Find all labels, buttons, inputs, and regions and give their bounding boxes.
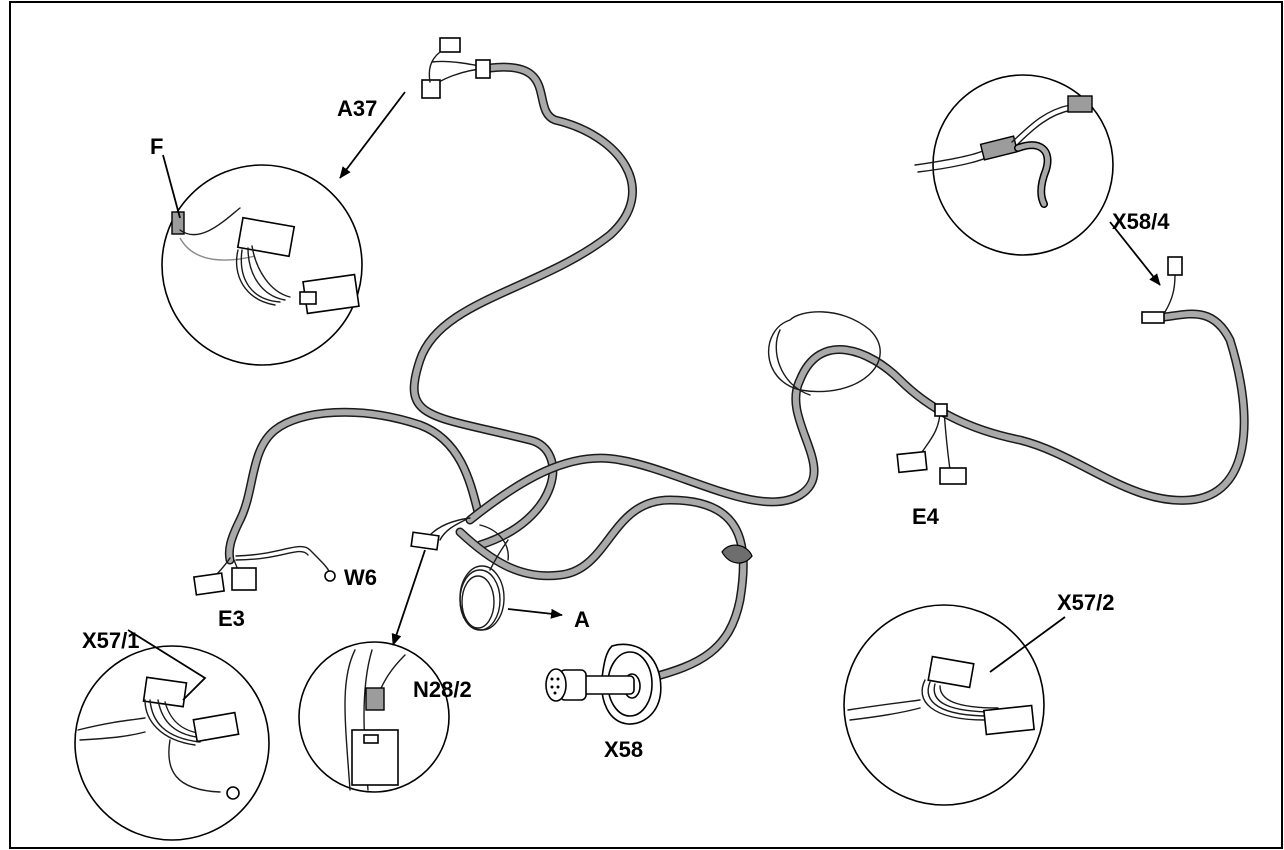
diagram-border xyxy=(9,1,1283,849)
x57-2-leader-line xyxy=(989,616,1066,673)
n28-2-connector-stub xyxy=(410,517,509,561)
e4-connector xyxy=(896,403,967,485)
label-x58-4: X58/4 xyxy=(1112,209,1170,234)
e3-connector xyxy=(192,545,336,596)
x58-connector xyxy=(545,643,662,725)
x58-4-leader-arrow xyxy=(1109,221,1161,286)
label-x57-1: X57/1 xyxy=(82,628,140,653)
harness-sleeve xyxy=(721,544,753,564)
label-w6: W6 xyxy=(344,565,377,590)
f-leader-line xyxy=(162,154,181,219)
label-a: A xyxy=(574,607,590,632)
x57-1-leader-line xyxy=(127,629,207,701)
label-a37: A37 xyxy=(337,96,377,121)
label-x58: X58 xyxy=(604,737,643,762)
detail-circle-a37 xyxy=(161,164,363,366)
label-n28-2: N28/2 xyxy=(413,677,472,702)
detail-circle-x57-2 xyxy=(843,604,1045,806)
detail-circle-n28-2 xyxy=(298,641,450,793)
detail-circle-x57-1 xyxy=(74,645,270,841)
coiled-wire-a xyxy=(459,539,509,631)
detail-circle-x58-4 xyxy=(914,74,1114,256)
a-leader-arrow xyxy=(507,608,563,619)
x58-4-connector xyxy=(1141,256,1183,324)
label-e3: E3 xyxy=(218,606,245,631)
n28-2-leader-arrow xyxy=(391,549,426,646)
a37-leader-arrow xyxy=(339,91,406,179)
harness-bundle xyxy=(224,62,1249,683)
a37-connector xyxy=(421,37,491,99)
label-f: F xyxy=(150,134,163,159)
label-e4: E4 xyxy=(912,504,940,529)
label-x57-2: X57/2 xyxy=(1057,590,1115,615)
